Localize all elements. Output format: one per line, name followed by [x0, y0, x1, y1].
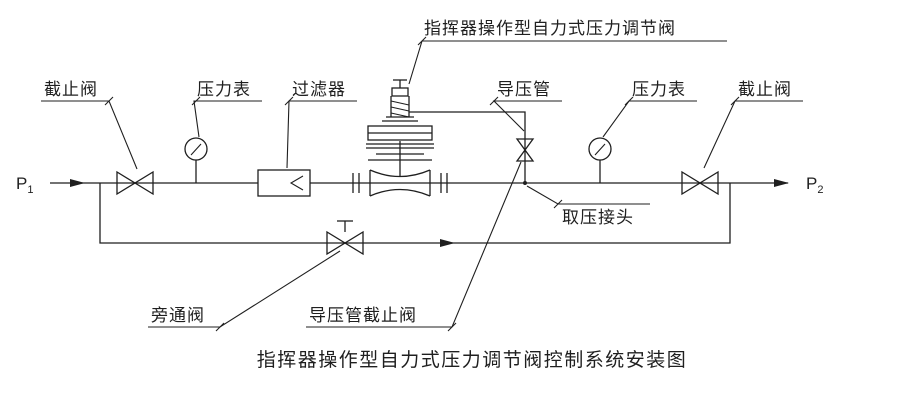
valve-body: [681, 170, 702, 196]
diagram-caption: 指挥器操作型自力式压力调节阀控制系统安装图: [257, 349, 688, 371]
leader-tick: [489, 96, 499, 106]
regulator-valve: [352, 79, 448, 197]
label-shutoff-right: 截止阀: [738, 80, 792, 99]
shutoff-valve-left: [116, 170, 154, 196]
shutoff-valve-right: [681, 170, 719, 196]
label-gauge-left: 压力表: [197, 80, 251, 99]
filter-symbol: [257, 169, 311, 197]
pilot-actuator: [390, 79, 410, 118]
outlet-p: P: [806, 174, 817, 193]
main-pipe: [50, 179, 789, 187]
leader-filter: [286, 100, 357, 169]
label-shutoff-left: 截止阀: [44, 80, 98, 99]
valve-body: [116, 170, 137, 196]
outlet-flow-arrow-icon: [774, 179, 789, 187]
pressure-gauge-right: [588, 137, 612, 183]
inlet-p: P: [16, 174, 27, 193]
bypass-pipe-line: [99, 183, 731, 244]
pilot-cap: [391, 87, 409, 97]
valve-body: [133, 170, 154, 196]
bypass-pipe: [99, 183, 731, 247]
gauge-needle: [190, 143, 202, 156]
leader-tick: [191, 96, 201, 106]
inlet-flow-arrow-icon: [70, 179, 85, 187]
valve-body: [515, 138, 535, 152]
gauge-needle: [594, 143, 606, 156]
leader-tick: [215, 322, 225, 332]
impulse-shutoff-valve: [515, 138, 535, 162]
valve-body: [326, 230, 347, 256]
leader-tick: [104, 96, 114, 106]
leader-shutoff-left: [41, 100, 138, 170]
outlet-sub: 2: [817, 184, 823, 196]
bypass-flow-arrow-icon: [440, 239, 455, 247]
valve-body: [698, 170, 719, 196]
leader-shutoff-right: [703, 100, 803, 169]
leader-impulse-shutoff: [306, 161, 522, 328]
valve-body: [515, 148, 535, 162]
spring-coil: [390, 100, 410, 106]
label-bypass-valve: 旁通阀: [151, 306, 205, 325]
leader-tick: [730, 96, 740, 106]
leader-gauge-right: [602, 100, 697, 138]
bypass-valve-symbol: [326, 220, 364, 256]
leader-tick: [553, 199, 563, 209]
filter-screen-mark: [289, 175, 304, 191]
inlet-sub: 1: [27, 184, 33, 196]
leader-tick: [624, 96, 634, 106]
impulse-pipe-line: [409, 111, 526, 183]
leader-tap-connector: [526, 185, 650, 205]
pressure-gauge-left: [184, 137, 208, 183]
leader-regulator: [408, 40, 727, 85]
leader-tick: [447, 322, 457, 332]
leader-tick: [417, 36, 427, 46]
label-regulator: 指挥器操作型自力式压力调节阀: [424, 19, 676, 38]
label-impulse-pipe: 导压管: [497, 80, 551, 99]
leader-impulse-pipe: [492, 100, 562, 132]
valve-body-bottom: [369, 188, 431, 197]
outlet-pressure-label: P2: [806, 174, 823, 196]
impulse-pipe: [409, 111, 535, 185]
label-impulse-shutoff: 导压管截止阀: [309, 306, 417, 325]
label-tap-connector: 取压接头: [562, 208, 634, 227]
leader-lines: [41, 36, 803, 332]
spring-coil: [390, 106, 410, 112]
label-gauge-right: 压力表: [632, 80, 686, 99]
leader-tick: [284, 96, 294, 106]
inlet-pressure-label: P1: [16, 174, 33, 196]
label-filter: 过滤器: [292, 80, 346, 99]
filter-body: [257, 169, 311, 197]
spring-coil: [390, 112, 410, 118]
leader-gauge-left: [193, 100, 262, 138]
valve-body: [343, 230, 364, 256]
tap-connection-point: [523, 181, 527, 185]
